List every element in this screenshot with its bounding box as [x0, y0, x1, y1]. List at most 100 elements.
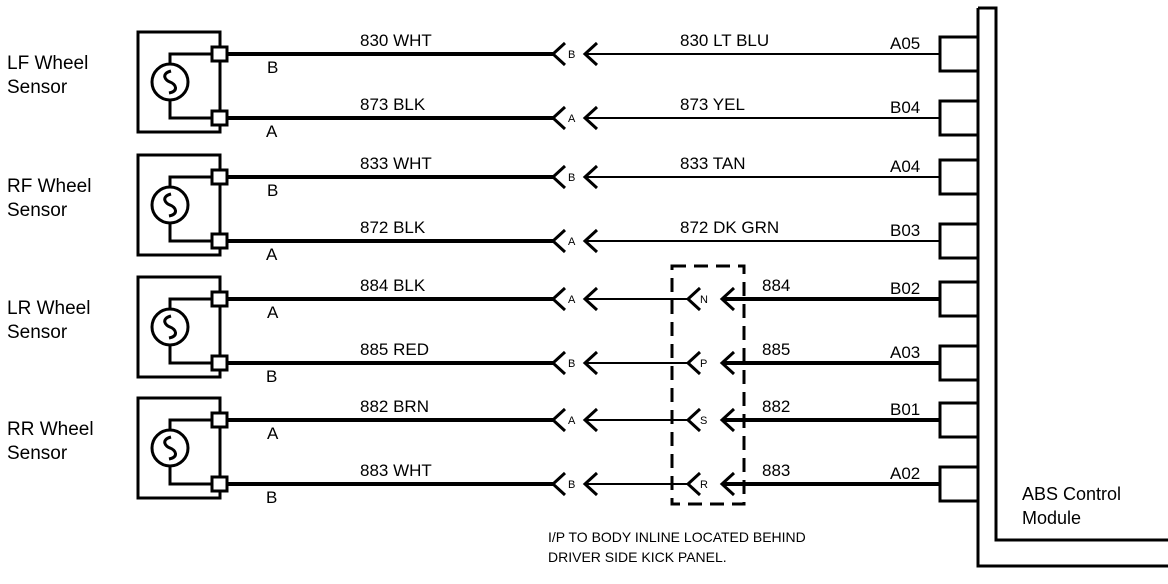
wire-label: 883 [762, 461, 790, 480]
connector-chevron [550, 471, 567, 497]
sensor-terminal [210, 232, 229, 250]
sensor-lead [168, 418, 212, 430]
wire-label: 873 YEL [680, 95, 745, 114]
sensor-lead [168, 100, 212, 120]
wire-label: 885 [762, 340, 790, 359]
sensor-lead [168, 52, 212, 64]
wire-label: 882 [762, 397, 790, 416]
connector-chevron [550, 41, 567, 67]
module-pin-terminal [938, 344, 980, 382]
sensor-terminal [210, 109, 229, 127]
wire-label: 830 WHT [360, 31, 432, 50]
sensor-label-line1: RR Wheel [7, 419, 94, 440]
connector-cavity-letter: A [568, 113, 576, 125]
inline-connector-chevron [685, 407, 702, 433]
wire-label: 833 WHT [360, 154, 432, 173]
wire-label: 882 BRN [360, 397, 429, 416]
wire-label: 833 TAN [680, 154, 746, 173]
abs-module-outline [976, 6, 1168, 568]
inline-connector-box [670, 264, 746, 506]
sensor-terminal [210, 45, 229, 63]
sensor-label-line2: Sensor [7, 77, 68, 98]
connector-chevron [550, 286, 567, 312]
connector-cavity-letter: B [568, 172, 575, 184]
terminal-letter: A [267, 424, 279, 443]
module-pin-label: A03 [890, 343, 920, 362]
wire-label: 873 BLK [360, 95, 426, 114]
wheel-sensor-body [136, 396, 222, 500]
sine-wave-icon [163, 192, 177, 218]
sensor-lead [168, 297, 212, 309]
inline-note-line1: I/P TO BODY INLINE LOCATED BEHIND [548, 529, 806, 545]
wire-label: 884 [762, 276, 790, 295]
connector-chevron [550, 105, 567, 131]
wheel-sensor-body [136, 153, 222, 257]
connector-chevron [550, 407, 567, 433]
inline-connector-chevron [685, 286, 702, 312]
sine-wave-icon [163, 435, 177, 461]
inline-cavity-letter: R [700, 479, 708, 491]
terminal-letter: B [266, 488, 277, 507]
terminal-letter: A [266, 122, 278, 141]
terminal-letter: B [266, 367, 277, 386]
module-pin-label: B03 [890, 221, 920, 240]
sensor-terminal [210, 475, 229, 493]
wheel-sensor-body [136, 275, 222, 379]
module-pin-label: B04 [890, 98, 920, 117]
sensor-lead [168, 175, 212, 187]
inline-connector-chevron [685, 471, 702, 497]
sensor-label-line1: LR Wheel [7, 298, 90, 319]
terminal-letter: A [266, 245, 278, 264]
connector-cavity-letter: A [568, 236, 576, 248]
sensor-label-line1: RF Wheel [7, 176, 91, 197]
terminal-letter: B [267, 181, 278, 200]
connector-chevron [550, 228, 567, 254]
sensor-lead [168, 466, 212, 486]
module-pin-label: A04 [890, 157, 920, 176]
inline-connector-chevron [685, 350, 702, 376]
sensor-terminal [210, 290, 229, 308]
wire-label: 883 WHT [360, 461, 432, 480]
wire-label: 885 RED [360, 340, 429, 359]
sensor-label-line2: Sensor [7, 322, 68, 343]
module-pin-label: B02 [890, 279, 920, 298]
inline-cavity-letter: N [700, 294, 708, 306]
wire-label: 872 BLK [360, 218, 426, 237]
module-pin-terminal [938, 35, 980, 73]
sensor-lead [168, 345, 212, 365]
wire-label: 830 LT BLU [680, 31, 769, 50]
connector-chevron [550, 164, 567, 190]
terminal-letter: A [267, 303, 279, 322]
connector-chevron [550, 350, 567, 376]
abs-module-label-line2: Module [1022, 508, 1081, 528]
module-pin-label: A05 [890, 34, 920, 53]
module-pin-label: B01 [890, 400, 920, 419]
module-pin-terminal [938, 99, 980, 137]
connector-cavity-letter: B [568, 358, 575, 370]
sensor-label-line2: Sensor [7, 443, 68, 464]
sine-wave-icon [163, 314, 177, 340]
module-pin-terminal [938, 465, 980, 503]
sensor-terminal [210, 354, 229, 372]
connector-cavity-letter: A [568, 294, 576, 306]
wheel-sensor-body [136, 30, 222, 134]
module-pin-terminal [938, 222, 980, 260]
connector-cavity-letter: B [568, 479, 575, 491]
module-pin-terminal [938, 158, 980, 196]
terminal-letter: B [267, 58, 278, 77]
inline-cavity-letter: P [700, 358, 707, 370]
abs-module-label-line1: ABS Control [1022, 484, 1121, 504]
wire-label: 884 BLK [360, 276, 426, 295]
inline-cavity-letter: S [700, 415, 707, 427]
module-pin-terminal [938, 280, 980, 318]
sensor-terminal [210, 411, 229, 429]
sensor-lead [168, 223, 212, 243]
connector-cavity-letter: B [568, 49, 575, 61]
sine-wave-icon [163, 69, 177, 95]
sensor-label-line1: LF Wheel [7, 53, 88, 74]
module-pin-label: A02 [890, 464, 920, 483]
inline-note-line2: DRIVER SIDE KICK PANEL. [548, 549, 727, 565]
connector-cavity-letter: A [568, 415, 576, 427]
